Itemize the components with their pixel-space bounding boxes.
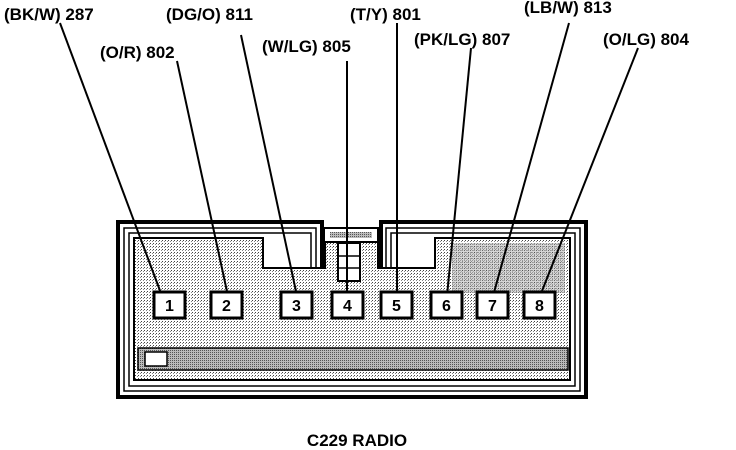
- pin-1: 1: [152, 290, 187, 320]
- pin-3-number: 3: [292, 298, 301, 315]
- wire-label-pin-6: (PK/LG) 807: [414, 30, 510, 49]
- pin-2: 2: [209, 290, 244, 320]
- wire-label-pin-8: (O/LG) 804: [603, 30, 690, 49]
- pin-1-number: 1: [165, 298, 174, 315]
- connector-title: C229 RADIO: [307, 431, 407, 450]
- pins: 1 2 3 4 5 6 7 8: [152, 290, 557, 320]
- leader-line-pin-7: [492, 22, 570, 297]
- leader-line-pin-8: [539, 47, 639, 297]
- pin-4-number: 4: [343, 298, 352, 315]
- leader-line-pin-2: [176, 60, 229, 297]
- wire-label-pin-3: (DG/O) 811: [166, 5, 253, 24]
- wire-label-pin-5: (T/Y) 801: [350, 5, 421, 24]
- pin-6-number: 6: [442, 298, 451, 315]
- leader-line-pin-3: [240, 34, 298, 297]
- pin-3: 3: [279, 290, 314, 320]
- wire-label-pin-7: (LB/W) 813: [524, 0, 612, 17]
- leader-lines: [59, 22, 639, 297]
- pin-4: 4: [330, 290, 365, 320]
- leader-line-pin-1: [59, 22, 163, 297]
- pin-7: 7: [475, 290, 510, 320]
- wire-labels: (BK/W) 287 (O/R) 802 (DG/O) 811 (W/LG) 8…: [4, 0, 690, 62]
- wire-label-pin-2: (O/R) 802: [100, 43, 175, 62]
- pin-5-number: 5: [392, 298, 401, 315]
- pin-2-number: 2: [222, 298, 231, 315]
- pin-8: 8: [522, 290, 557, 320]
- pin-5: 5: [379, 290, 414, 320]
- leader-line-pin-6: [446, 47, 472, 297]
- wire-label-pin-4: (W/LG) 805: [262, 37, 351, 56]
- pin-8-number: 8: [535, 298, 544, 315]
- pin-7-number: 7: [488, 298, 497, 315]
- wire-label-pin-1: (BK/W) 287: [4, 5, 94, 24]
- pin-6: 6: [429, 290, 464, 320]
